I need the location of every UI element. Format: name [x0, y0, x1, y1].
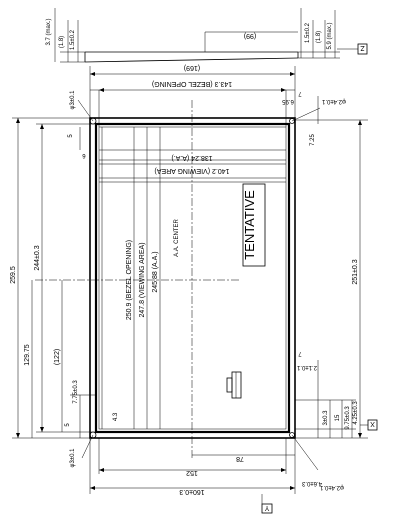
- label-aa-height: 245.88 (A.A.): [152, 251, 159, 292]
- datum-y-marker: Y: [261, 494, 273, 514]
- label-7-lower: 7: [298, 350, 302, 356]
- label-43: 4.3: [113, 412, 119, 421]
- label-top-15-left: 1.5±0.2: [70, 29, 76, 50]
- label-122: (122): [54, 349, 61, 365]
- label-bezel-width: 143.3 (BEZEL OPENING): [152, 80, 232, 87]
- label-bezel-height: 250.9 (BEZEL OPENING): [126, 240, 133, 320]
- label-152: 152: [186, 469, 198, 476]
- label-6-top: 6: [82, 152, 86, 158]
- label-top-18-left: (1.8): [59, 36, 65, 48]
- tentative-label: TENTATIVE: [242, 190, 257, 260]
- left-dimensions: [12, 117, 96, 439]
- label-12975: 129.75: [24, 344, 31, 366]
- datum-z-marker: Z: [337, 43, 368, 55]
- dimension-arrows: [16, 72, 362, 490]
- label-top-max-right: 5.9 (max.): [327, 22, 333, 49]
- label-hole-bottom-right: φ2.4±0.1: [319, 484, 344, 490]
- label-5-bottom: 5: [65, 423, 71, 427]
- label-78: 78: [236, 455, 244, 462]
- label-5-top: 5: [68, 134, 74, 138]
- label-425: 4.25±0.3: [353, 401, 359, 425]
- label-viewing-width: 140.2 (VIEWING AREA): [154, 167, 229, 174]
- label-169: (169): [184, 64, 200, 71]
- label-2595: 259.5: [10, 266, 17, 284]
- right-dimensions: [295, 96, 368, 439]
- label-top-max-left: 3.7 (max.): [46, 18, 52, 45]
- center-lines: [35, 100, 240, 460]
- label-top-15-right: 1.5±0.2: [305, 22, 311, 43]
- label-99: (99): [244, 32, 256, 39]
- top-dimensions: [89, 66, 296, 179]
- label-251: 251±0.3: [352, 259, 359, 284]
- datum-y-label: Y: [264, 504, 269, 511]
- label-hole-bottom-left: φ3±0.1: [70, 448, 76, 468]
- label-aa-center: A.A. CENTER: [174, 219, 180, 257]
- datum-x-label: X: [370, 420, 375, 427]
- label-3: 3±0.3: [323, 410, 329, 426]
- label-160: 160±0.3: [179, 488, 204, 495]
- side-view: [54, 8, 340, 63]
- datum-z-label: Z: [360, 44, 365, 51]
- label-top-18-right: (1.8): [316, 31, 322, 43]
- datum-x-marker: X: [360, 419, 378, 431]
- label-695: 6.95: [282, 98, 294, 104]
- label-15: 15: [335, 414, 341, 421]
- label-975: 9.75±0.3: [345, 406, 351, 430]
- bottom-dimensions: [89, 438, 296, 494]
- label-725: 7.25: [310, 134, 316, 146]
- label-21: 2.1±0.1: [296, 364, 317, 370]
- module-outline: [89, 117, 296, 439]
- label-viewing-height: 247.8 (VIEWING AREA): [139, 242, 146, 317]
- label-2446: 244±0.3: [34, 245, 41, 270]
- label-46: 4.6±0.3: [301, 480, 322, 486]
- connector: [226, 371, 242, 399]
- dimension-labels: 3.7 (max.) (1.8) 1.5±0.2 1.5±0.2 (1.8) 5…: [10, 18, 359, 495]
- label-7-top: 7: [298, 90, 302, 96]
- label-hole-top-left: φ3±0.1: [70, 90, 76, 110]
- tentative-stamp: TENTATIVE: [242, 183, 266, 267]
- label-aa-width: 138.24 (A.A.): [171, 154, 212, 161]
- label-hole-top-right: φ2.4±0.1: [321, 98, 346, 104]
- label-775: 7.75±0.3: [73, 380, 79, 404]
